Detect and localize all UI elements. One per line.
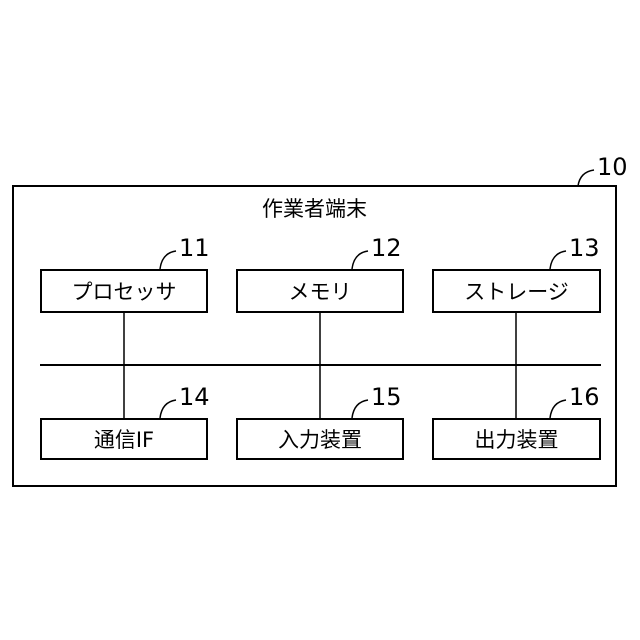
- leader-10: [578, 170, 594, 186]
- ref-label-16: 16: [569, 383, 600, 411]
- memory-box: メモリ: [236, 269, 404, 313]
- output-device-box: 出力装置: [432, 418, 601, 460]
- input-device-box: 入力装置: [236, 418, 404, 460]
- processor-box: プロセッサ: [40, 269, 208, 313]
- worker-terminal-title: 作業者端末: [12, 196, 617, 222]
- ref-label-13: 13: [569, 234, 600, 262]
- ref-label-12: 12: [371, 234, 402, 262]
- ref-label-15: 15: [371, 383, 402, 411]
- storage-box: ストレージ: [432, 269, 601, 313]
- ref-label-14: 14: [179, 383, 210, 411]
- ref-label-10: 10: [597, 153, 628, 181]
- comm-if-box: 通信IF: [40, 418, 208, 460]
- ref-label-11: 11: [179, 234, 210, 262]
